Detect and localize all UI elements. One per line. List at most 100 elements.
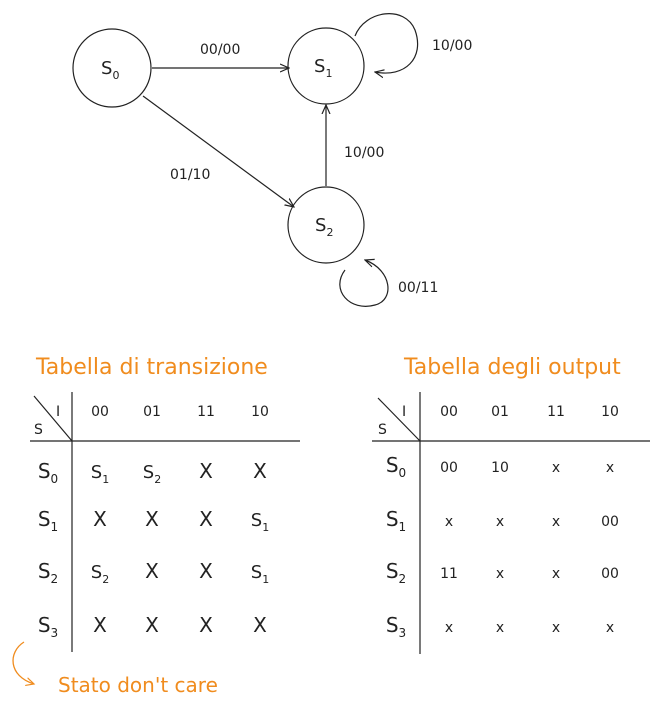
edge-s1-loop xyxy=(354,13,419,73)
state-node-s1: S1 xyxy=(287,27,365,105)
row-label-s1-sub: 1 xyxy=(51,520,59,534)
table-cell: S2 xyxy=(91,562,109,586)
edge-label-s0-s2: 01/10 xyxy=(170,167,210,183)
state-diagram: 00/00 01/10 10/00 10/00 00/11 S0 S1 S2 xyxy=(72,13,472,307)
table-cell: 00 xyxy=(440,460,458,476)
table-cell: 00 xyxy=(601,566,619,582)
row-label-s3-sub: 3 xyxy=(51,626,59,640)
table-cell: S1 xyxy=(251,562,269,586)
table-cell: X xyxy=(145,613,159,637)
state-label-s2: S xyxy=(315,215,326,236)
table-cell: 10 xyxy=(491,460,509,476)
table-cell-sub: 1 xyxy=(102,473,109,486)
table-cell-base: S xyxy=(91,462,102,483)
table-cell: x xyxy=(552,460,560,476)
output-table-title: Tabella degli output xyxy=(403,355,621,380)
transition-corner-input: I xyxy=(56,404,60,420)
row-label-s1-base: S xyxy=(386,507,399,531)
table-cell: X xyxy=(253,613,267,637)
edge-label-s2-loop: 00/11 xyxy=(398,280,438,296)
table-cell: x xyxy=(496,620,504,636)
table-cell: S1 xyxy=(251,510,269,534)
row-label-s2-sub: 2 xyxy=(51,572,59,586)
row-label-s2-base: S xyxy=(38,559,51,583)
table-cell: x xyxy=(496,566,504,582)
table-cell: X xyxy=(145,559,159,583)
row-label-s1-sub: 1 xyxy=(399,520,407,534)
table-cell-base: X xyxy=(145,559,159,583)
table-cell: x xyxy=(552,620,560,636)
svg-text:S0: S0 xyxy=(101,58,119,82)
row-label-s3-base: S xyxy=(386,613,399,637)
table-cell: x xyxy=(606,460,614,476)
table-cell: x xyxy=(606,620,614,636)
table-cell: x xyxy=(445,620,453,636)
note-text: Stato don't care xyxy=(58,673,218,697)
dont-care-note: Stato don't care xyxy=(12,641,218,697)
table-cell-sub: 2 xyxy=(154,473,161,486)
table-row: S1 x x x 00 xyxy=(386,507,619,534)
output-corner-input: I xyxy=(402,404,406,420)
table-cell: x xyxy=(552,514,560,530)
table-cell-base: S xyxy=(91,562,102,583)
table-cell-base: X xyxy=(199,613,213,637)
table-cell: 00 xyxy=(601,514,619,530)
row-label-s3: S3 xyxy=(386,613,406,640)
transition-table-col-10: 10 xyxy=(251,404,269,420)
output-corner-state: S xyxy=(378,422,387,438)
state-sub-s2: 2 xyxy=(326,226,333,239)
row-label-s0-sub: 0 xyxy=(399,466,407,480)
table-cell: X xyxy=(199,613,213,637)
svg-text:S2: S2 xyxy=(315,215,333,239)
table-cell: X xyxy=(145,507,159,531)
table-cell-sub: 1 xyxy=(262,521,269,534)
transition-table-col-01: 01 xyxy=(143,404,161,420)
table-cell-base: X xyxy=(93,613,107,637)
edge-s2-loop xyxy=(339,260,389,307)
transition-table-corner-diag xyxy=(33,395,73,442)
row-label-s1: S1 xyxy=(38,507,58,534)
table-cell-base: X xyxy=(145,613,159,637)
note-arrow xyxy=(12,641,34,684)
edge-s0-s2 xyxy=(142,95,294,207)
state-sub-s1: 1 xyxy=(325,67,332,80)
row-label-s2-base: S xyxy=(386,559,399,583)
table-cell-base: X xyxy=(253,613,267,637)
table-cell-base: S xyxy=(251,562,262,583)
table-cell-sub: 2 xyxy=(102,573,109,586)
transition-table-title: Tabella di transizione xyxy=(35,355,268,380)
table-cell: x xyxy=(445,514,453,530)
svg-text:S1: S1 xyxy=(314,56,332,80)
output-table-col-00: 00 xyxy=(440,404,458,420)
transition-table-col-11: 11 xyxy=(197,404,215,420)
table-cell-base: X xyxy=(199,507,213,531)
output-table-col-01: 01 xyxy=(491,404,509,420)
table-cell: 11 xyxy=(440,566,458,582)
table-cell: x xyxy=(496,514,504,530)
table-cell: X xyxy=(199,507,213,531)
output-table-col-11: 11 xyxy=(547,404,565,420)
row-label-s0: S0 xyxy=(38,459,58,486)
table-cell-base: X xyxy=(145,507,159,531)
table-cell-sub: 1 xyxy=(262,573,269,586)
row-label-s1: S1 xyxy=(386,507,406,534)
edge-label-s2-s1: 10/00 xyxy=(344,145,384,161)
state-label-s1: S xyxy=(314,56,325,77)
state-node-s2: S2 xyxy=(287,186,365,264)
table-cell-base: X xyxy=(199,559,213,583)
edge-label-s0-s1: 00/00 xyxy=(200,42,240,58)
row-label-s2: S2 xyxy=(38,559,58,586)
state-sub-s0: 0 xyxy=(112,69,119,82)
row-label-s3-sub: 3 xyxy=(399,626,407,640)
table-cell-base: X xyxy=(199,459,213,483)
row-label-s0-sub: 0 xyxy=(51,472,59,486)
